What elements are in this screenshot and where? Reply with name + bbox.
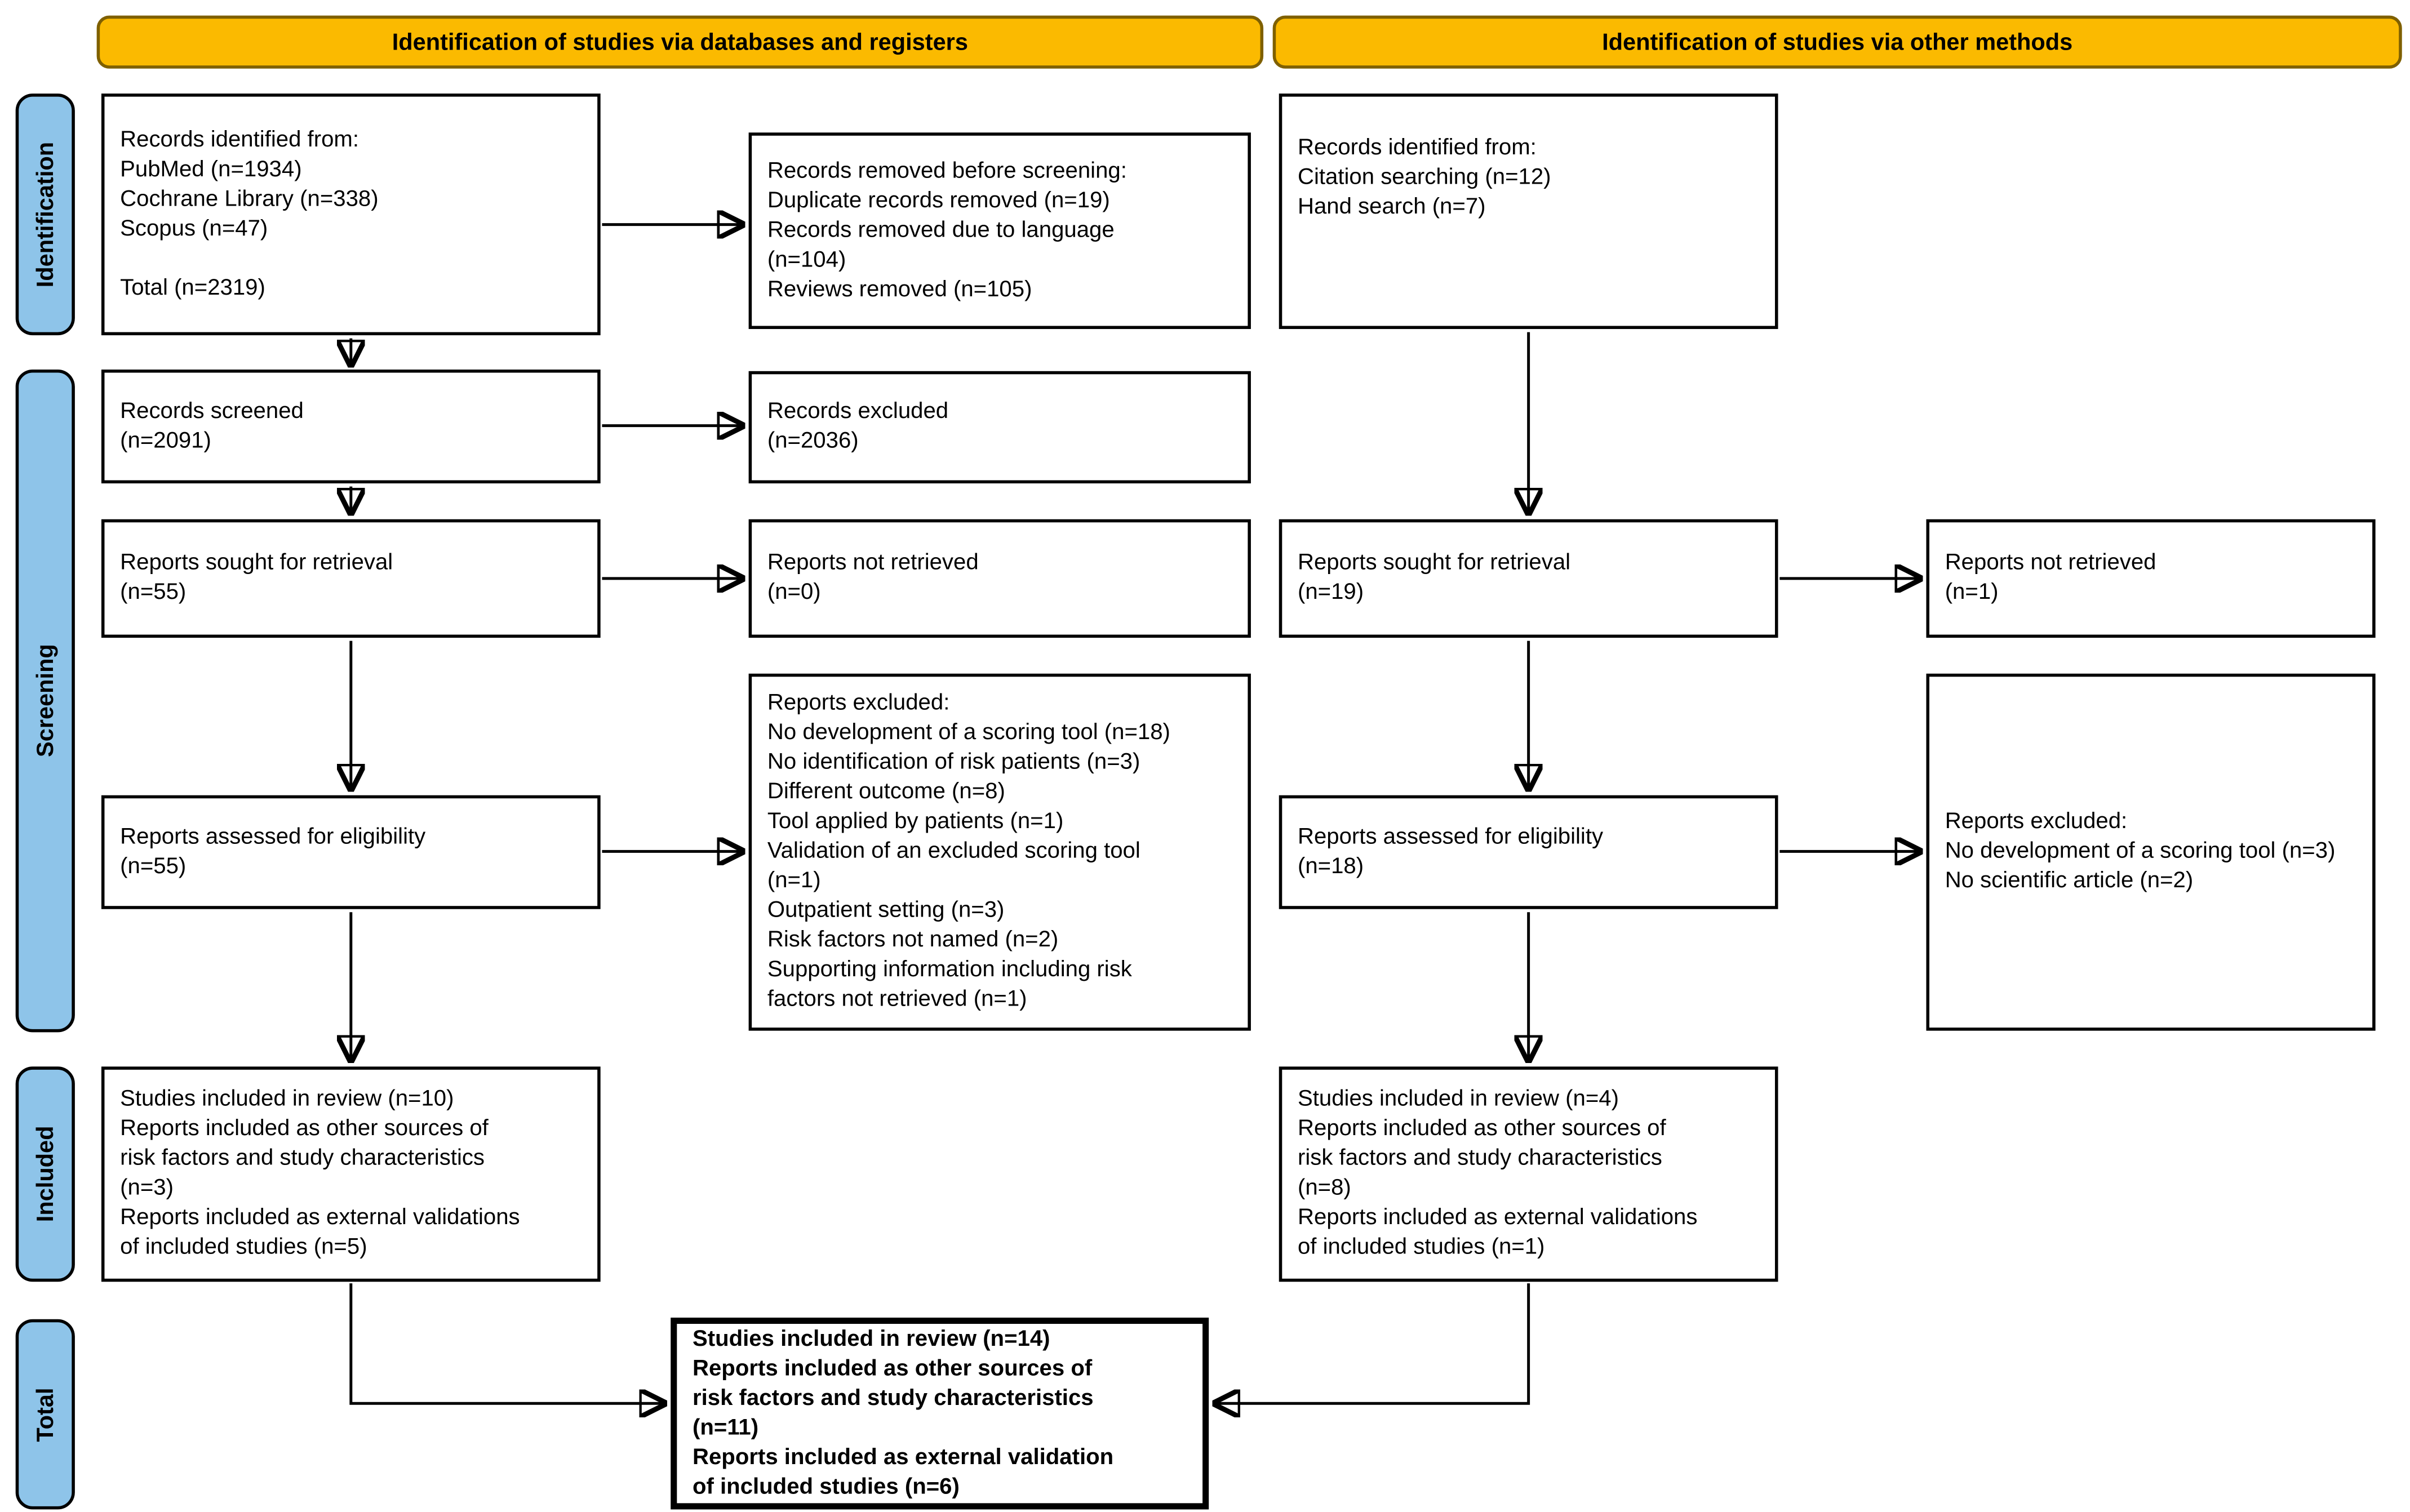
text-line: (n=8) <box>1297 1176 1351 1201</box>
stage-label-included-text: Included <box>32 1126 59 1222</box>
text-line: (n=104) <box>767 247 846 273</box>
text-line: Reports assessed for eligibility <box>120 824 426 850</box>
text-line: Studies included in review (n=14) <box>692 1326 1050 1351</box>
text-line: Cochrane Library (n=338) <box>120 186 379 212</box>
text-line <box>120 244 582 274</box>
text-line: Citation searching (n=12) <box>1297 165 1551 190</box>
text-line: risk factors and study characteristics <box>692 1385 1094 1411</box>
text-line: Reports included as external validation <box>692 1444 1114 1470</box>
box-reports-sought-databases: Reports sought for retrieval (n=55) <box>101 519 601 638</box>
stage-label-included: Included <box>15 1066 75 1282</box>
text-line: Studies included in review (n=10) <box>120 1087 454 1112</box>
box-reports-sought-other-methods: Reports sought for retrieval (n=19) <box>1279 519 1778 638</box>
text-line: Reviews removed (n=105) <box>767 277 1032 302</box>
header-databases-registers: Identification of studies via databases … <box>96 15 1264 69</box>
text-line: (n=19) <box>1297 580 1364 605</box>
text-line: Scopus (n=47) <box>120 216 268 241</box>
text-line: of included studies (n=5) <box>120 1235 367 1260</box>
text-line: Different outcome (n=8) <box>767 780 1005 805</box>
stage-label-identification-text: Identification <box>32 141 59 287</box>
text-line: Studies included in review (n=4) <box>1297 1087 1619 1112</box>
stage-label-identification: Identification <box>15 94 75 336</box>
header-other-methods: Identification of studies via other meth… <box>1272 15 2402 69</box>
text-line: (n=2036) <box>767 429 859 454</box>
text-line: Reports included as other sources of <box>1297 1116 1666 1142</box>
text-line: Total (n=2319) <box>120 275 265 300</box>
text-line: (n=0) <box>767 580 821 605</box>
text-line: Records removed due to language <box>767 217 1115 243</box>
text-line: Risk factors not named (n=2) <box>767 927 1059 953</box>
box-records-identified-databases: Records identified from: PubMed (n=1934) C… <box>101 94 601 336</box>
stage-label-screening-text: Screening <box>32 644 59 758</box>
text-line: factors not retrieved (n=1) <box>767 987 1027 1012</box>
box-reports-not-retrieved-databases: Reports not retrieved (n=0) <box>748 519 1251 638</box>
text-line: Reports included as other sources of <box>692 1355 1093 1381</box>
text-line: Reports sought for retrieval <box>1297 550 1571 576</box>
box-records-excluded: Records excluded (n=2036) <box>748 371 1251 484</box>
text-line: Records excluded <box>767 399 949 424</box>
text-line: Reports included as external validations <box>120 1205 520 1230</box>
text-line: Reports excluded: <box>767 691 950 716</box>
text-line: Records identified from: <box>1297 135 1537 161</box>
text-line: Validation of an excluded scoring tool <box>767 839 1140 864</box>
text-line: No identification of risk patients (n=3) <box>767 750 1140 775</box>
text-line: Reports assessed for eligibility <box>1297 824 1604 850</box>
text-line: of included studies (n=6) <box>692 1474 960 1500</box>
box-records-screened: Records screened (n=2091) <box>101 370 601 484</box>
box-total-included: Studies included in review (n=14) Reports… <box>671 1317 1209 1510</box>
stage-label-total-text: Total <box>32 1387 59 1442</box>
text-line: Supporting information including risk <box>767 957 1132 982</box>
text-line: (n=55) <box>120 853 187 879</box>
arrow-included-to-total-left <box>349 1283 664 1403</box>
text-line: Reports excluded: <box>1945 809 2128 834</box>
text-line: (n=3) <box>120 1176 174 1201</box>
text-line: (n=55) <box>120 580 187 605</box>
box-reports-excluded-databases: Reports excluded: No development of a sco… <box>748 673 1251 1031</box>
text-line: Hand search (n=7) <box>1297 195 1486 220</box>
box-studies-included-databases: Studies included in review (n=10) Reports… <box>101 1066 601 1282</box>
text-line: of included studies (n=1) <box>1297 1235 1545 1260</box>
text-line: PubMed (n=1934) <box>120 157 302 182</box>
text-line: (n=18) <box>1297 853 1364 879</box>
text-line: No development of a scoring tool (n=18) <box>767 720 1170 746</box>
text-line: risk factors and study characteristics <box>1297 1146 1662 1171</box>
box-records-removed-before-screening: Records removed before screening: Duplica… <box>748 132 1251 330</box>
box-reports-assessed-other-methods: Reports assessed for eligibility (n=18) <box>1279 795 1778 909</box>
text-line: Reports not retrieved <box>767 550 979 576</box>
text-line: Records screened <box>120 398 304 424</box>
text-line: risk factors and study characteristics <box>120 1146 485 1171</box>
box-reports-not-retrieved-other-methods: Reports not retrieved (n=1) <box>1926 519 2376 638</box>
arrow-om-included-to-total-right <box>1215 1283 1530 1403</box>
text-line: Records removed before screening: <box>767 158 1127 184</box>
text-line: Outpatient setting (n=3) <box>767 898 1005 923</box>
text-line: (n=11) <box>692 1415 759 1440</box>
text-line: (n=1) <box>767 868 821 894</box>
text-line: Reports included as external validations <box>1297 1205 1698 1230</box>
text-line: Reports included as other sources of <box>120 1116 489 1142</box>
stage-label-screening: Screening <box>15 370 75 1033</box>
text-line: (n=1) <box>1945 580 1999 605</box>
text-line: No scientific article (n=2) <box>1945 868 2194 894</box>
text-line: Duplicate records removed (n=19) <box>767 188 1110 213</box>
text-line: (n=2091) <box>120 428 211 453</box>
text-line: Records identified from: <box>120 127 359 152</box>
stage-label-total: Total <box>15 1319 75 1510</box>
text-line: Reports sought for retrieval <box>120 550 393 576</box>
box-studies-included-other-methods: Studies included in review (n=4) Reports … <box>1279 1066 1778 1282</box>
box-reports-assessed-databases: Reports assessed for eligibility (n=55) <box>101 795 601 909</box>
text-line: Reports not retrieved <box>1945 550 2156 576</box>
text-line: Tool applied by patients (n=1) <box>767 809 1064 834</box>
box-reports-excluded-other-methods: Reports excluded: No development of a sco… <box>1926 673 2376 1031</box>
box-records-identified-other-methods: Records identified from: Citation searchi… <box>1279 94 1778 330</box>
text-line: No development of a scoring tool (n=3) <box>1945 839 2336 864</box>
